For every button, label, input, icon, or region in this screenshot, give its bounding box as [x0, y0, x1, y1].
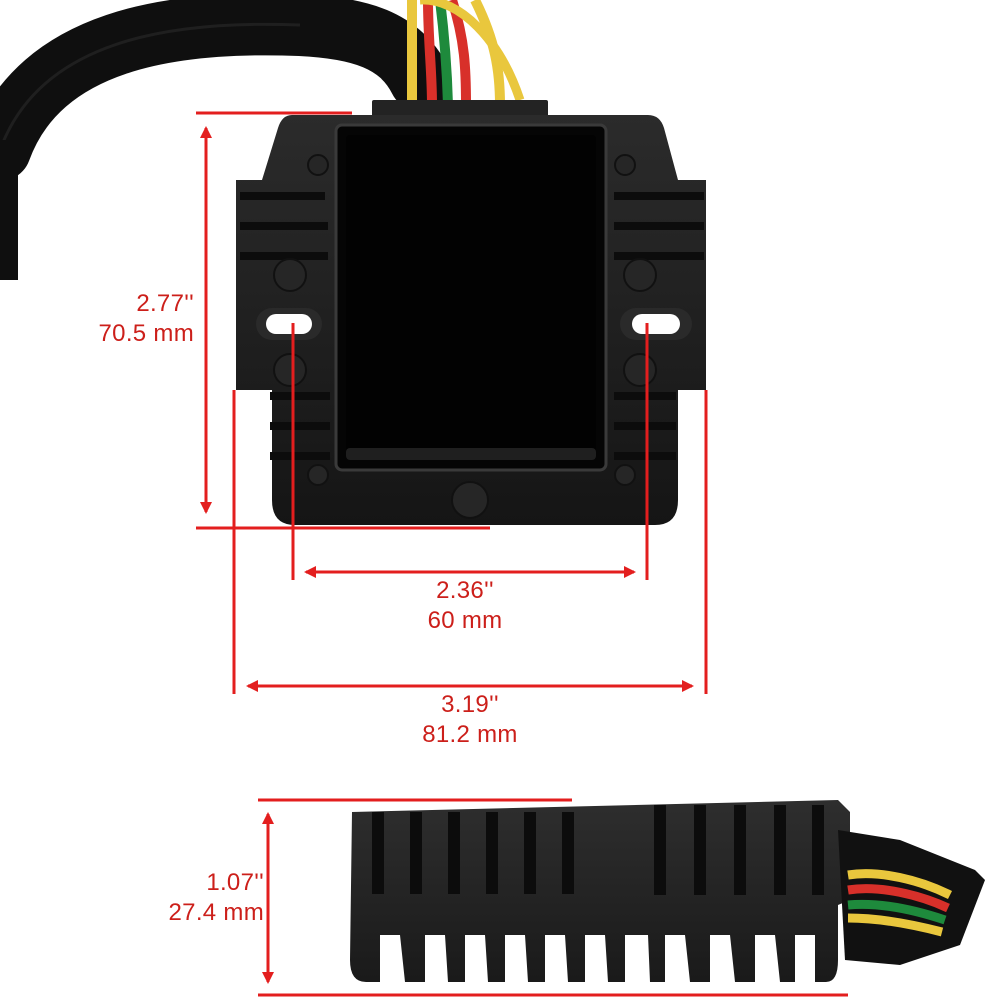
mounting-bosses	[273, 154, 657, 519]
left-mounting-hole	[266, 314, 312, 334]
height-mm: 70.5 mm	[98, 320, 194, 347]
hole-spacing-dimension-label: 2.36'' 60 mm	[390, 576, 540, 636]
height-inch: 2.77''	[136, 290, 194, 317]
colored-wires	[407, 0, 525, 106]
hole-spacing-inch: 2.36''	[436, 577, 494, 604]
hole-spacing-mm: 60 mm	[427, 607, 503, 634]
thickness-dimension-label: 1.07'' 27.4 mm	[120, 868, 264, 928]
top-view-regulator	[0, 0, 706, 525]
width-mm: 81.2 mm	[422, 721, 518, 748]
height-dimension-label: 2.77'' 70.5 mm	[60, 289, 194, 349]
side-view-regulator	[350, 800, 985, 982]
dimension-lines-top	[196, 111, 708, 694]
thickness-mm: 27.4 mm	[168, 899, 264, 926]
right-fins	[614, 192, 704, 460]
side-heatsink-body	[350, 800, 850, 982]
left-fins	[240, 192, 330, 460]
side-fin-grooves	[372, 805, 824, 895]
width-inch: 3.19''	[441, 691, 499, 718]
dimension-lines-side	[258, 798, 848, 997]
right-mounting-hole	[632, 314, 680, 334]
width-dimension-label: 3.19'' 81.2 mm	[395, 690, 545, 750]
thickness-inch: 1.07''	[206, 869, 264, 896]
